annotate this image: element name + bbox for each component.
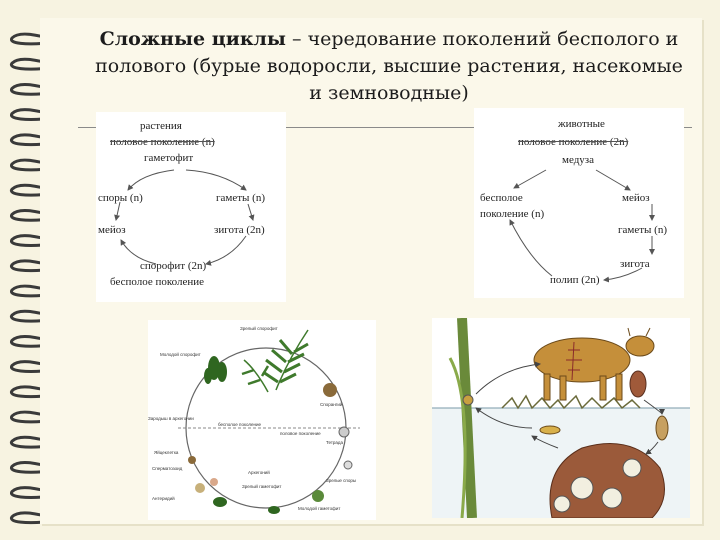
title-bold: Сложные циклы — [100, 28, 286, 50]
label-mature-spores: Зрелые споры — [326, 478, 356, 483]
plant-header: растения — [140, 120, 182, 132]
animal-asexual-line2: поколение (n) — [480, 208, 544, 220]
plant-gametes: гаметы (n) — [216, 192, 265, 204]
label-asexual-gen: бесполое поколение — [218, 422, 261, 427]
label-embryo: Зародыш в архегонии — [148, 416, 194, 421]
fern-plant — [242, 330, 308, 392]
animal-sexual-generation: половое поколение (2n) — [518, 136, 628, 148]
animal-gametes: гаметы (n) — [618, 224, 667, 236]
label-antheridium: Антеридий — [152, 496, 175, 501]
plant-spores: споры (n) — [98, 192, 143, 204]
plant-cycle-diagram: растения половое поколение (n) гаметофит… — [96, 112, 286, 302]
label-young-gametophyte: Молодой гаметофит — [298, 506, 340, 511]
label-young-sporophyte: Молодой спорофит — [160, 352, 201, 357]
fern-cycle-illustration: Зрелый спорофит Молодой спорофит Споранг… — [148, 320, 376, 520]
plant-sexual-generation: половое поколение (n) — [110, 136, 215, 148]
slide-title: Сложные циклы – чередование поколений бе… — [86, 26, 692, 107]
plant-sporophyte: спорофит (2n) — [140, 260, 206, 272]
fluke-cycle-illustration — [432, 318, 690, 518]
fluke-cycle-drawing — [432, 318, 690, 518]
plant-zygote: зигота (2n) — [214, 224, 265, 236]
plant-asexual-generation: бесполое поколение — [110, 276, 204, 288]
animal-polyp: полип (2n) — [550, 274, 600, 286]
animal-header: животные — [558, 118, 605, 130]
label-tetrad: Тетрада — [326, 440, 343, 445]
label-mature-sporophyte: Зрелый спорофит — [240, 326, 278, 331]
label-sexual-gen: половое поколение — [280, 431, 321, 436]
plant-gametophyte: гаметофит — [144, 152, 193, 164]
label-sporangium: Спорангий — [320, 402, 342, 407]
animal-medusa: медуза — [562, 154, 594, 166]
label-archegonium: Архегоний — [248, 470, 270, 475]
animal-zygote: зигота — [620, 258, 650, 270]
plant-meiosis: мейоз — [98, 224, 126, 236]
animal-meiosis: мейоз — [622, 192, 650, 204]
animal-cycle-diagram: животные половое поколение (2n) медуза б… — [474, 108, 684, 298]
label-mature-gametophyte: Зрелый гаметофит — [242, 484, 281, 489]
label-sperm: Сперматозоид — [152, 466, 182, 471]
animal-asexual-line1: бесполое — [480, 192, 523, 204]
label-egg: Яйцеклетка — [154, 450, 178, 455]
